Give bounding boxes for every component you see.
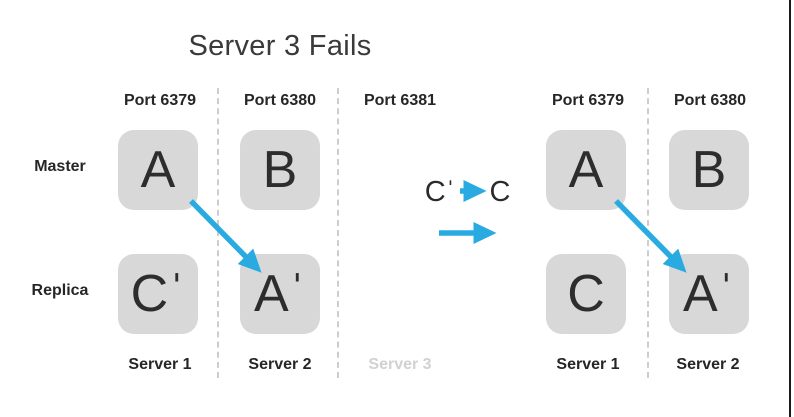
- right-server-1-label: Server 1: [556, 356, 620, 373]
- left-replica-node-c-prime: Cˈ: [118, 254, 198, 334]
- right-divider-1: [647, 88, 649, 378]
- right-master-node-b: B: [669, 130, 749, 210]
- left-divider-1: [217, 88, 219, 378]
- left-replica-node-a-prime: Aˈ: [240, 254, 320, 334]
- promotion-to-label: C: [489, 176, 511, 208]
- left-server-2-label: Server 2: [248, 356, 312, 373]
- left-port-6380-label: Port 6380: [243, 92, 317, 109]
- promotion-from-label: Cˈ: [424, 176, 456, 208]
- right-replication-arrow-icon: [614, 199, 687, 273]
- right-promoted-node-c: C: [546, 254, 626, 334]
- left-master-node-a: A: [118, 130, 198, 210]
- left-port-6379-label: Port 6379: [123, 92, 197, 109]
- right-port-6380-label: Port 6380: [673, 92, 747, 109]
- row-label-master: Master: [34, 158, 86, 175]
- frame-right-border: [789, 0, 791, 417]
- right-port-6379-label: Port 6379: [551, 92, 625, 109]
- left-master-node-b: B: [240, 130, 320, 210]
- row-label-replica: Replica: [31, 282, 89, 299]
- left-port-6381-label: Port 6381: [363, 92, 437, 109]
- right-server-2-label: Server 2: [676, 356, 740, 373]
- left-replication-arrow-icon: [189, 199, 262, 273]
- left-server-1-label: Server 1: [128, 356, 192, 373]
- right-replica-node-a-prime: Aˈ: [669, 254, 749, 334]
- page-title: Server 3 Fails: [188, 30, 372, 62]
- left-divider-2: [337, 88, 339, 378]
- left-server-3-label-failed: Server 3: [368, 356, 432, 373]
- right-master-node-a: A: [546, 130, 626, 210]
